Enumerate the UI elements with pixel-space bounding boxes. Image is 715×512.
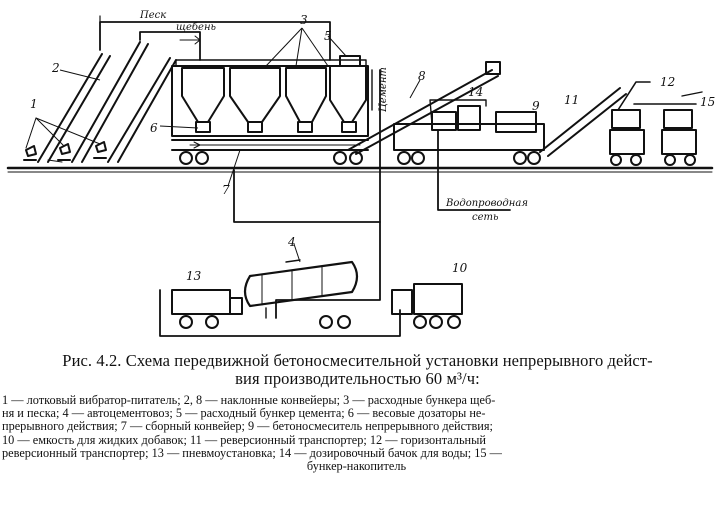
- underground-loop: [233, 169, 381, 223]
- callout-9: 9: [532, 99, 540, 113]
- callout-8: 8: [418, 69, 426, 83]
- callout-2: 2: [51, 61, 60, 75]
- legend-line: прерывного действия; 7 — сборный конвейе…: [2, 420, 493, 434]
- callout-12: 12: [660, 75, 675, 89]
- legend-line: 10 — емкость для жидких добавок; 11 — ре…: [2, 433, 486, 447]
- underground-loop-2: [159, 289, 401, 337]
- bunker-frame: [171, 55, 369, 137]
- additive-tank-truck: [391, 283, 463, 329]
- conveyor-8: [347, 61, 501, 155]
- callout-15: 15: [700, 95, 715, 109]
- reversible-transporter: [539, 87, 627, 157]
- callout-7: 7: [222, 183, 230, 197]
- legend-line: бункер-накопитель: [306, 460, 407, 474]
- plant-schematic: Песк щебень Цемент Водопроводная сеть 1 …: [6, 10, 715, 337]
- callout-leaders: [59, 27, 421, 263]
- legend-line: 1 — лотковый вибратор-питатель; 2, 8 — н…: [2, 394, 496, 407]
- caption-title-line-1: Рис. 4.2. Схема передвижной бетоносмесит…: [62, 351, 653, 370]
- label-gravel: щебень: [176, 22, 216, 33]
- water-supply-line: [437, 129, 511, 211]
- caption-title-line-2: вия производительностью 60 м³/ч:: [235, 369, 480, 388]
- callout-3: 3: [300, 13, 308, 27]
- callout-13: 13: [186, 269, 202, 283]
- callout-10: 10: [452, 261, 468, 275]
- legend-line: ня и песка; 4 — автоцементовоз; 5 — расх…: [2, 407, 486, 421]
- callout-5: 5: [324, 29, 332, 43]
- legend-line: реверсионный транспортер; 13 — пневмоуст…: [2, 446, 502, 460]
- sand-feed-line: [99, 21, 331, 61]
- label-sand: Песк: [139, 10, 166, 21]
- callout-4: 4: [287, 235, 296, 249]
- gravel-feed-line: [139, 31, 201, 61]
- caption-title: Рис. 4.2. Схема передвижной бетоносмесит…: [4, 352, 711, 388]
- weighing-dosers: [195, 121, 357, 133]
- callout-6: 6: [150, 121, 158, 135]
- callout-1: 1: [30, 97, 38, 111]
- callout-14: 14: [468, 85, 483, 99]
- figure-caption: Рис. 4.2. Схема передвижной бетоносмесит…: [0, 344, 715, 512]
- caption-legend: 1 — лотковый вибратор-питатель; 2, 8 — н…: [2, 394, 711, 473]
- collecting-conveyor: [171, 139, 369, 165]
- storage-bunkers: [609, 81, 703, 166]
- label-water-2: сеть: [472, 212, 498, 223]
- cement-line: [275, 69, 381, 319]
- cement-tanker: [243, 259, 359, 329]
- inclined-conveyors: [37, 41, 177, 163]
- label-cement: Цемент: [378, 67, 389, 112]
- label-water-1: Водопроводная: [445, 198, 528, 209]
- mixer-unit: [393, 99, 545, 165]
- pneumatic-unit: [171, 289, 243, 329]
- callout-11: 11: [564, 93, 579, 107]
